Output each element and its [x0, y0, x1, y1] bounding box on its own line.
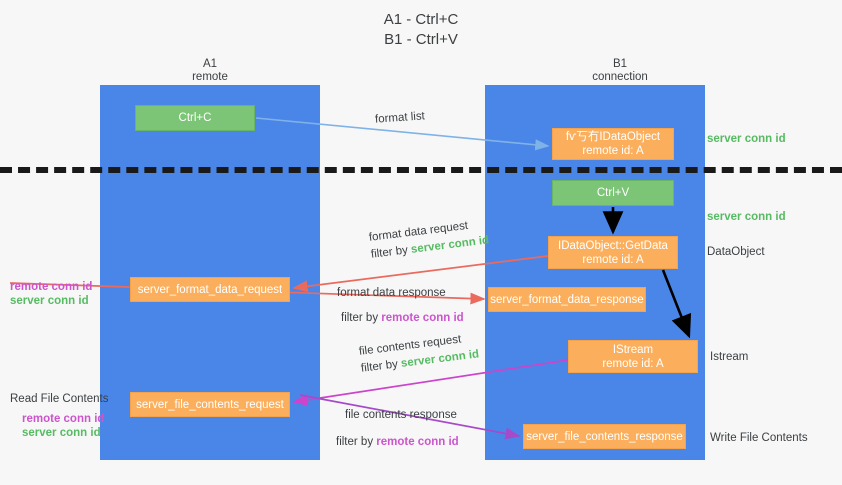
- edge-label-file-contents-response: file contents response filter by remote …: [336, 407, 459, 451]
- edge-label-format-data-response-filter: filter by remote conn id: [341, 310, 464, 327]
- box-idataobject-getdata[interactable]: IDataObject::GetData remote id: A: [548, 236, 678, 269]
- lane-header-a1: A1 remote: [120, 58, 300, 84]
- filter-prefix: filter by: [341, 312, 382, 324]
- box-server-format-data-request[interactable]: server_format_data_request: [130, 277, 290, 302]
- filter-value-remote-conn-id: remote conn id: [376, 436, 459, 448]
- annotation-server-conn-id-top: server conn id: [707, 133, 786, 145]
- lane-b1-name: B1: [612, 58, 628, 70]
- annotation-conn-ids-file: remote conn id server conn id: [22, 412, 104, 440]
- annotation-server-conn-id-mid: server conn id: [707, 211, 786, 223]
- arrow-getdata-to-istream: [661, 269, 692, 339]
- annotation-server-conn-id-b: server conn id: [22, 427, 101, 439]
- box-idataobject[interactable]: fѵ丂冇IDataObject remote id: A: [552, 128, 674, 160]
- lane-a1-name: A1: [202, 58, 218, 70]
- arrow-format-data-request: [292, 255, 549, 293]
- box-idataobject-line2: remote id: A: [582, 145, 644, 157]
- box-ctrl-v[interactable]: Ctrl+V: [552, 180, 674, 206]
- filter-value-remote-conn-id: remote conn id: [381, 312, 464, 324]
- annotation-write-file-contents: Write File Contents: [710, 432, 808, 444]
- edge-label-file-contents-response-main: file contents response: [345, 409, 457, 421]
- box-server-format-data-response[interactable]: server_format_data_response: [488, 287, 646, 312]
- box-getdata-line2: remote id: A: [582, 253, 644, 266]
- box-istream-line1: IStream: [612, 343, 654, 356]
- filter-prefix: filter by: [360, 357, 402, 375]
- arrow-file-contents-response: [299, 394, 521, 440]
- phase-divider: [0, 167, 842, 173]
- edge-label-format-data-response: format data response filter by remote co…: [337, 285, 464, 327]
- filter-prefix: filter by: [336, 436, 377, 448]
- arrow-format-list: [255, 117, 550, 151]
- box-server-file-contents-response[interactable]: server_file_contents_response: [523, 424, 686, 449]
- edge-label-file-contents-response-filter: filter by remote conn id: [336, 434, 459, 451]
- lane-a1-sub: remote: [192, 71, 228, 83]
- annotation-read-file-contents: Read File Contents: [10, 393, 109, 405]
- box-idataobject-line1: fѵ丂冇IDataObject: [565, 131, 661, 143]
- box-server-format-data-request-label: server_format_data_request: [137, 283, 283, 296]
- annotation-remote-conn-id-b: remote conn id: [22, 413, 105, 425]
- annotation-server-conn-id-a: server conn id: [10, 295, 89, 307]
- arrow-file-contents-request: [292, 359, 569, 406]
- annotation-dataobject: DataObject: [707, 246, 765, 258]
- page-title: A1 - Ctrl+C B1 - Ctrl+V: [0, 10, 842, 50]
- title-line-2: B1 - Ctrl+V: [384, 31, 458, 48]
- box-server-format-data-response-label: server_format_data_response: [490, 293, 644, 306]
- annotation-remote-conn-id-a: remote conn id: [10, 281, 93, 293]
- lane-b1-sub: connection: [592, 71, 648, 83]
- box-istream[interactable]: IStream remote id: A: [568, 340, 698, 373]
- box-ctrl-v-label: Ctrl+V: [596, 187, 630, 199]
- box-ctrl-c[interactable]: Ctrl+C: [135, 105, 255, 131]
- annotation-conn-ids-format: remote conn id server conn id: [10, 280, 92, 308]
- annotation-istream: Istream: [710, 351, 749, 363]
- edge-label-format-data-response-main: format data response: [337, 287, 446, 299]
- lane-header-b1: B1 connection: [530, 58, 710, 84]
- box-server-file-contents-request[interactable]: server_file_contents_request: [130, 392, 290, 417]
- filter-prefix: filter by: [370, 243, 412, 261]
- box-istream-line2: remote id: A: [602, 357, 664, 370]
- box-server-file-contents-response-label: server_file_contents_response: [526, 430, 683, 443]
- title-line-1: A1 - Ctrl+C: [383, 11, 459, 28]
- box-server-file-contents-request-label: server_file_contents_request: [136, 398, 284, 411]
- box-getdata-line1: IDataObject::GetData: [558, 239, 668, 252]
- box-ctrl-c-label: Ctrl+C: [178, 112, 212, 124]
